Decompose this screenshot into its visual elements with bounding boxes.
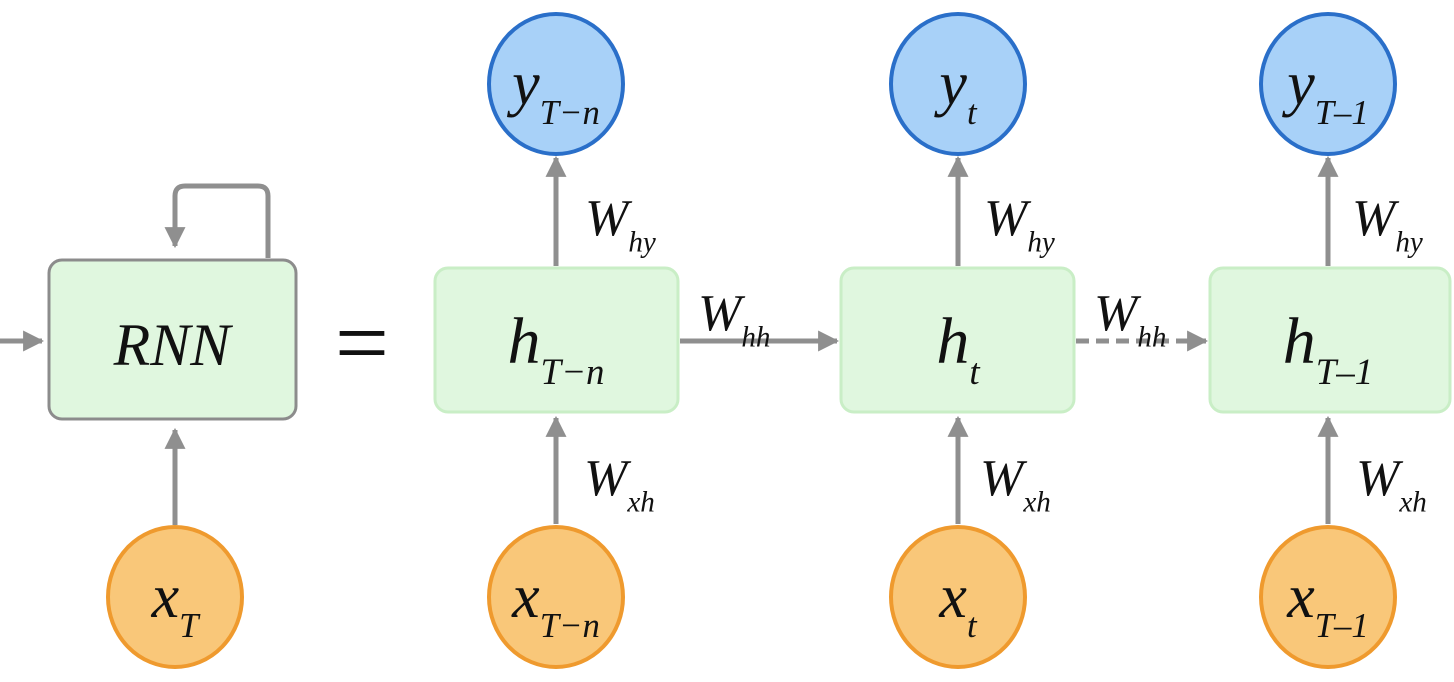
step-1-input-node <box>487 525 625 669</box>
step-1-hidden-label: hT−n <box>508 305 605 392</box>
step-1-w-hy-label-main: W <box>585 190 633 247</box>
step-2-input-label-subscript: t <box>967 606 978 645</box>
step-1-w-xh-label: Wxh <box>584 450 655 519</box>
transition-1-w-hh-label-main: W <box>698 285 746 342</box>
step-3-output-label-main: y <box>1281 50 1315 118</box>
step-3-w-xh-label-main: W <box>1356 450 1404 507</box>
step-2-hidden-label-main: h <box>936 305 969 378</box>
step-3-hidden-label-main: h <box>1283 305 1316 378</box>
folded-input-node <box>106 525 244 669</box>
step-2-w-hy-label-main: W <box>984 190 1032 247</box>
step-3-hidden-label: hT–1 <box>1283 305 1374 392</box>
step-3-w-xh-label-subscript: xh <box>1398 487 1426 519</box>
step-1-w-hy-label-subscript: hy <box>628 227 656 259</box>
step-1-output-label-subscript: T−n <box>540 93 600 132</box>
folded-input-label-subscript: T <box>179 606 201 645</box>
step-2-w-xh-label-subscript: xh <box>1022 487 1050 519</box>
step-1-hidden-label-subscript: T−n <box>541 351 605 392</box>
folded-rnn-label: RNN <box>113 312 234 378</box>
step-1-w-xh-label-main: W <box>584 450 632 507</box>
step-2-output-label-subscript: t <box>967 93 978 132</box>
step-3-hidden-cell <box>1208 266 1452 414</box>
step-2-output-label: yt <box>933 50 978 132</box>
step-2-hidden-cell <box>839 266 1076 414</box>
step-3-input-node <box>1259 525 1397 669</box>
step-1-w-xh-label-subscript: xh <box>626 487 654 519</box>
transition-2-w-hh-label: Whh <box>1094 285 1166 354</box>
step-1-input-label-main: x <box>511 563 540 631</box>
step-3-hidden-label-subscript: T–1 <box>1316 351 1374 392</box>
folded-input-label: xT <box>151 563 202 645</box>
step-2-w-xh-label-main: W <box>980 450 1028 507</box>
step-1-hidden-label-main: h <box>508 305 541 378</box>
step-3-output-label: yT–1 <box>1281 50 1369 132</box>
folded-input-label-main: x <box>151 563 180 631</box>
step-2-input-label-main: x <box>938 563 967 631</box>
step-3-w-hy-label: Why <box>1352 190 1423 259</box>
step-3-w-xh-label: Wxh <box>1356 450 1427 519</box>
step-2-output-node <box>889 12 1027 156</box>
step-3-w-hy-label-main: W <box>1352 190 1400 247</box>
step-3-output-node <box>1259 12 1397 156</box>
folded-rnn-label-main: RNN <box>113 312 234 378</box>
step-1-output-label: yT−n <box>506 50 600 132</box>
step-2-w-xh-label: Wxh <box>980 450 1051 519</box>
step-2-w-hy-label: Why <box>984 190 1055 259</box>
step-3-output-label-subscript: T–1 <box>1315 93 1369 132</box>
transition-2-w-hh-label-main: W <box>1094 285 1142 342</box>
step-3-input-label: xT–1 <box>1286 563 1369 645</box>
step-2-input-node <box>889 525 1027 669</box>
step-1-output-label-main: y <box>506 50 540 118</box>
step-2-hidden-label: ht <box>936 305 980 392</box>
transition-1-w-hh-label: Whh <box>698 285 770 354</box>
step-3-input-label-subscript: T–1 <box>1315 606 1369 645</box>
folded-recurrence-loop-arrow <box>164 183 271 258</box>
transition-1-w-hh-label-subscript: hh <box>741 322 770 354</box>
equals-sign: = <box>335 289 389 396</box>
step-1-input-label: xT−n <box>511 563 600 645</box>
folded-rnn-cell <box>47 258 298 421</box>
step-2-input-label: xt <box>938 563 978 645</box>
step-1-w-hy-label: Why <box>585 190 656 259</box>
step-1-output-node <box>487 12 625 156</box>
step-1-hidden-cell <box>433 266 680 414</box>
step-1-input-label-subscript: T−n <box>540 606 600 645</box>
step-2-output-label-main: y <box>933 50 967 118</box>
step-3-w-hy-label-subscript: hy <box>1395 227 1423 259</box>
step-2-w-hy-label-subscript: hy <box>1027 227 1055 259</box>
step-2-hidden-label-subscript: t <box>969 351 980 392</box>
transition-2-w-hh-label-subscript: hh <box>1137 322 1166 354</box>
step-3-input-label-main: x <box>1286 563 1315 631</box>
